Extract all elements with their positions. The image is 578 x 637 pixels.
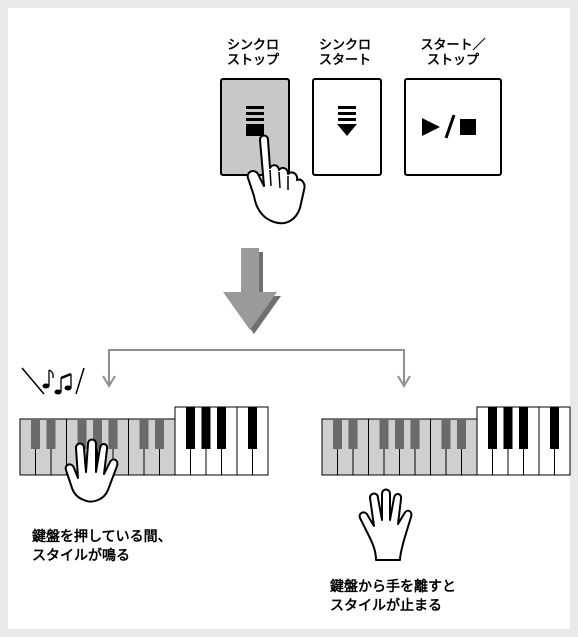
black-key bbox=[457, 419, 466, 449]
black-key bbox=[77, 419, 87, 449]
keyboard-left bbox=[19, 406, 269, 476]
black-key bbox=[395, 419, 404, 449]
black-key bbox=[550, 407, 559, 449]
black-key bbox=[217, 407, 226, 449]
branch-connector bbox=[102, 349, 411, 388]
black-key bbox=[379, 419, 389, 449]
black-key bbox=[93, 419, 102, 449]
down-arrow-icon bbox=[223, 248, 281, 334]
caption-left: 鍵盤を押している間、 スタイルが鳴る bbox=[32, 529, 172, 564]
black-key bbox=[155, 419, 164, 449]
sync-start-label: シンクロ スタート bbox=[318, 38, 371, 68]
black-key bbox=[139, 419, 149, 449]
sync-stop-icon bbox=[246, 106, 264, 136]
sync-stop-button[interactable] bbox=[220, 78, 290, 176]
start-stop-button[interactable] bbox=[404, 78, 502, 176]
start-stop-label: スタート／ ストップ bbox=[420, 38, 486, 68]
black-key bbox=[186, 407, 195, 449]
black-key bbox=[31, 419, 40, 449]
hand-on-keys-icon bbox=[64, 438, 119, 503]
sync-start-icon bbox=[337, 106, 357, 136]
black-key bbox=[441, 419, 451, 449]
pressing-hand-icon bbox=[246, 134, 306, 225]
raised-hand-icon bbox=[358, 488, 413, 561]
black-key bbox=[46, 419, 56, 449]
black-key bbox=[348, 419, 358, 449]
sync-start-button[interactable] bbox=[312, 78, 382, 176]
black-key bbox=[108, 419, 118, 449]
caption-right: 鍵盤から手を離すと スタイルが止まる bbox=[330, 579, 456, 614]
play-stop-icon bbox=[422, 114, 476, 139]
black-key bbox=[519, 407, 528, 449]
black-key bbox=[410, 419, 420, 449]
black-key bbox=[503, 407, 513, 449]
music-notes-icon bbox=[21, 367, 85, 395]
sync-stop-label: シンクロ ストップ bbox=[226, 38, 279, 68]
black-key bbox=[248, 407, 257, 449]
black-key bbox=[333, 419, 342, 449]
keyboard-right bbox=[321, 406, 571, 476]
black-key bbox=[488, 407, 497, 449]
black-key bbox=[201, 407, 211, 449]
